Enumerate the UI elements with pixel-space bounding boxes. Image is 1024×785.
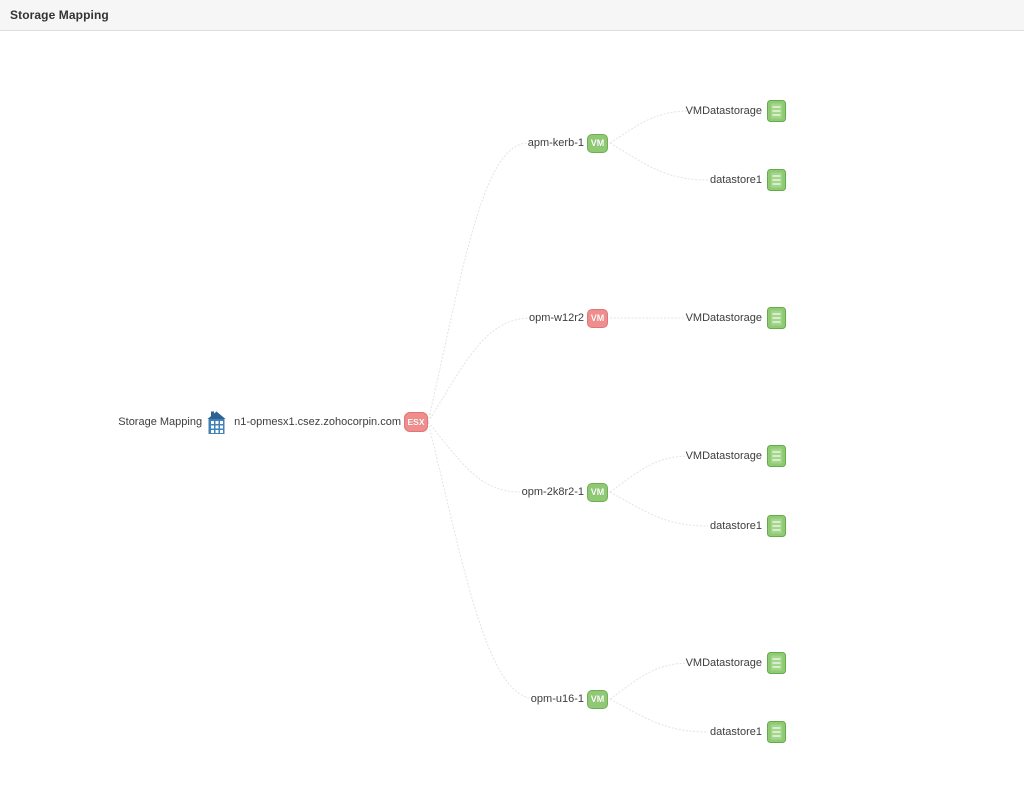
esx-host-name: n1-opmesx1.csez.zohocorpin.com <box>234 416 401 428</box>
datastore-icon <box>767 307 786 329</box>
datastore-node[interactable]: datastore1 <box>710 515 786 537</box>
datastore-node[interactable]: VMDatastorage <box>686 445 786 467</box>
datastore-label: VMDatastorage <box>685 657 762 669</box>
vm-label: opm-u16-1 <box>530 693 584 705</box>
datastore-label: datastore1 <box>710 520 762 532</box>
datastore-icon <box>767 169 786 191</box>
link-curve <box>609 662 691 700</box>
datastore-label: VMDatastorage <box>685 450 762 462</box>
link-curve <box>427 317 532 423</box>
vm-badge: VM <box>587 689 608 709</box>
link-curve <box>609 491 709 527</box>
vm-label: opm-w12r2 <box>528 312 584 324</box>
datastore-icon <box>767 100 786 122</box>
link-curve <box>609 110 691 144</box>
datastore-node[interactable]: VMDatastorage <box>686 307 786 329</box>
datastore-node[interactable]: VMDatastorage <box>686 652 786 674</box>
vm-label: opm-2k8r2-1 <box>521 486 584 498</box>
datastore-node[interactable]: datastore1 <box>710 169 786 191</box>
vm-badge: VM <box>587 133 608 153</box>
page-header: Storage Mapping <box>0 0 1024 31</box>
datastore-label: datastore1 <box>710 726 762 738</box>
datastore-node[interactable]: datastore1 <box>710 721 786 743</box>
datastore-label: datastore1 <box>710 174 762 186</box>
link-curve <box>427 421 537 700</box>
datastore-label: VMDatastorage <box>685 312 762 324</box>
datastore-icon <box>767 515 786 537</box>
root-node[interactable]: Storage Mapping n1-opmesx1.csez.zohocorp… <box>118 409 428 435</box>
page-title: Storage Mapping <box>10 8 109 22</box>
link-curve <box>609 142 709 181</box>
datastore-icon <box>767 652 786 674</box>
datastore-label: VMDatastorage <box>685 105 762 117</box>
link-curve <box>609 698 709 733</box>
vm-badge: VM <box>587 308 608 328</box>
datastore-icon <box>767 721 786 743</box>
link-curve <box>609 455 691 493</box>
vm-label: apm-kerb-1 <box>527 137 584 149</box>
building-icon <box>207 410 226 435</box>
datastore-node[interactable]: VMDatastorage <box>686 100 786 122</box>
datastore-icon <box>767 445 786 467</box>
root-label: Storage Mapping <box>118 416 203 428</box>
esx-badge: ESX <box>404 412 428 432</box>
link-curve <box>427 142 529 423</box>
vm-badge: VM <box>587 482 608 502</box>
link-curve <box>427 421 521 493</box>
